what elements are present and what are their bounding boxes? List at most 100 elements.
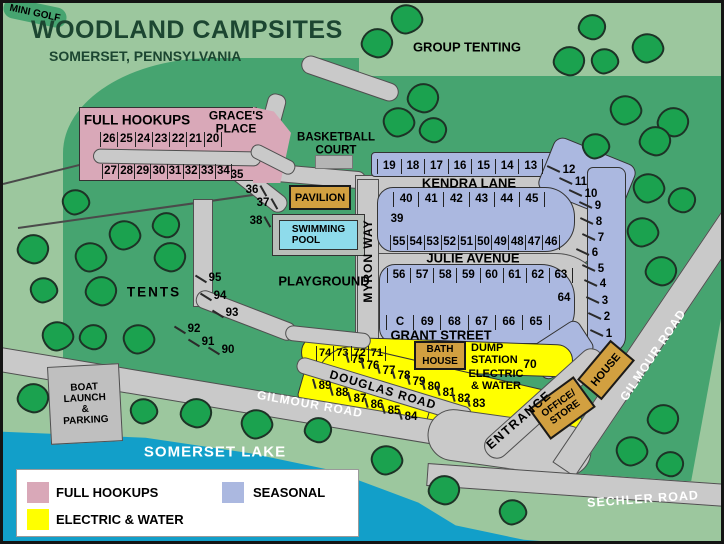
bath-house-label-line: HOUSE (422, 355, 458, 367)
site-number: 26 (100, 132, 117, 147)
site-number: 27 (102, 164, 118, 179)
seasonal-area-julie (379, 264, 575, 344)
site-number: 18 (400, 159, 425, 174)
site-number: 45 (518, 192, 546, 207)
dump-station-label-line: STATION (471, 353, 518, 366)
site-number: 43 (468, 192, 494, 207)
site-number: 66 (494, 315, 522, 330)
site-number: 84 (404, 411, 418, 423)
full-hookups-label: FULL HOOKUPS (83, 112, 191, 128)
site-number: 11 (574, 176, 588, 188)
site-number: 49 (491, 235, 508, 250)
site-number: 93 (225, 307, 239, 319)
site-number: 83 (472, 398, 486, 410)
electric-water-label: ELECTRIC& WATER (469, 368, 524, 392)
site-number: 23 (151, 132, 169, 147)
legend-label-electric-water: ELECTRIC & WATER (56, 512, 184, 527)
myron-way-label: MYRON WAY (361, 219, 375, 303)
site-number: 64 (557, 292, 571, 304)
site-number: 61 (502, 268, 526, 283)
basketball-court-label-line: COURT (315, 144, 357, 156)
seasonal-area-kendra (377, 187, 575, 252)
site-number: 2 (603, 311, 611, 323)
site-number: 30 (150, 164, 166, 179)
site-number: 88 (335, 387, 349, 399)
site-number: 17 (424, 159, 448, 174)
site-number: 20 (203, 132, 222, 147)
site-number: 9 (594, 200, 602, 212)
site-number: 28 (118, 164, 134, 179)
site-number: 13 (518, 159, 544, 174)
site-number: 48 (508, 235, 525, 250)
site-number: 95 (208, 272, 222, 284)
site-number: 94 (213, 290, 227, 302)
site-number: 36 (245, 184, 259, 196)
site-number: 38 (249, 215, 263, 227)
dump-station-label-line: DUMP (471, 342, 504, 354)
graces-place-label-line: GRACE'S (208, 108, 264, 123)
site-number: 89 (318, 380, 332, 392)
site-number: 35 (230, 169, 244, 181)
site-number: 37 (256, 197, 270, 209)
site-number: 63 (548, 268, 573, 283)
site-number: 6 (591, 247, 599, 259)
site-number: 10 (584, 188, 598, 200)
site-number: 8 (595, 216, 603, 228)
site-number: 42 (443, 192, 468, 207)
site-number: 51 (457, 235, 475, 250)
site-number: 3 (601, 295, 609, 307)
tents-label: TENTS (126, 284, 182, 300)
site-number: 24 (134, 132, 152, 147)
site-number: 25 (117, 132, 134, 147)
site-number: 50 (474, 235, 492, 250)
legend-label-full-hookups: FULL HOOKUPS (56, 485, 159, 500)
site-number: 52 (440, 235, 458, 250)
site-number: 39 (390, 213, 404, 225)
tree-icon (14, 231, 52, 267)
electric-water-label-line: & WATER (471, 380, 521, 392)
legend-swatch-full-hookups (27, 482, 49, 503)
boat-launch-label-line: PARKING (62, 413, 109, 428)
seasonal-area-north (371, 152, 563, 177)
site-number: 44 (493, 192, 519, 207)
site-number: 33 (198, 164, 215, 179)
tree-icon (27, 273, 61, 307)
site-number: 60 (479, 268, 503, 283)
site-number: 29 (134, 164, 150, 179)
pavilion-building: PAVILION (289, 185, 351, 210)
site-number: C (386, 315, 413, 330)
site-number: 1 (605, 328, 613, 340)
basketball-court-label-line: BASKETBALL (297, 131, 375, 144)
site-number: 90 (221, 344, 235, 356)
somerset-lake-label: SOMERSET LAKE (143, 443, 287, 461)
site-number: 53 (423, 235, 441, 250)
site-number: 34 (214, 164, 232, 179)
site-number: 54 (406, 235, 424, 250)
site-number: 5 (597, 263, 605, 275)
map-subtitle: SOMERSET, PENNSYLVANIA (49, 48, 242, 64)
site-number: 19 (377, 159, 401, 174)
grant-street-label: GRANT STREET (390, 327, 492, 343)
site-number: 70 (523, 357, 537, 371)
site-number: 86 (370, 399, 384, 411)
legend-swatch-seasonal (222, 482, 244, 503)
site-number: 56 (387, 268, 410, 283)
site-number: 55 (390, 235, 407, 250)
site-number: 32 (182, 164, 199, 179)
julie-avenue-label: JULIE AVENUE (426, 250, 520, 266)
